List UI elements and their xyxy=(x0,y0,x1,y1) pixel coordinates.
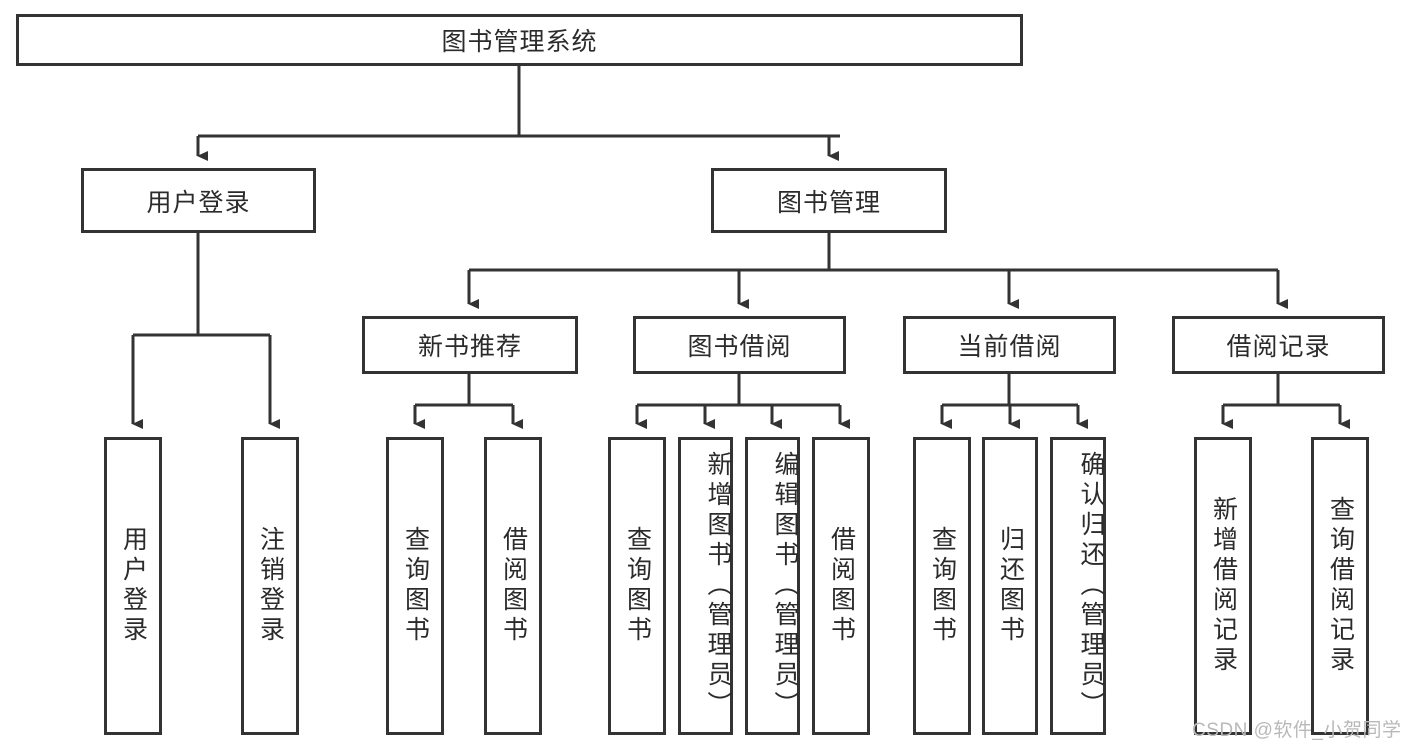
leaf-add-book-admin[interactable]: 新增图书（管理员） xyxy=(678,437,733,735)
leaf-confirm-return-admin[interactable]: 确认归还（管理员） xyxy=(1050,437,1106,735)
leaf-query-borrow-record[interactable]: 查询借阅记录 xyxy=(1311,437,1369,735)
node-book-borrow[interactable]: 图书借阅 xyxy=(633,316,846,374)
leaf-query-book-borrow[interactable]: 查询图书 xyxy=(608,437,666,735)
csdn-watermark: CSDN @软件_小贺同学 xyxy=(1192,720,1402,741)
leaf-borrow-book[interactable]: 借阅图书 xyxy=(812,437,870,735)
leaf-return-book[interactable]: 归还图书 xyxy=(982,437,1038,735)
node-book-management[interactable]: 图书管理 xyxy=(711,168,947,233)
leaf-query-book-recommend[interactable]: 查询图书 xyxy=(386,437,444,735)
leaf-add-borrow-record[interactable]: 新增借阅记录 xyxy=(1194,437,1252,735)
leaf-query-book-current[interactable]: 查询图书 xyxy=(913,437,971,735)
node-user-login[interactable]: 用户登录 xyxy=(81,168,316,233)
node-root[interactable]: 图书管理系统 xyxy=(16,14,1023,66)
leaf-edit-book-admin[interactable]: 编辑图书（管理员） xyxy=(745,437,800,735)
leaf-user-login[interactable]: 用户登录 xyxy=(104,437,162,735)
node-new-book-recommend[interactable]: 新书推荐 xyxy=(362,316,578,374)
leaf-borrow-book-recommend[interactable]: 借阅图书 xyxy=(484,437,542,735)
node-current-borrow[interactable]: 当前借阅 xyxy=(903,316,1116,374)
leaf-logout[interactable]: 注销登录 xyxy=(241,437,299,735)
node-borrow-record[interactable]: 借阅记录 xyxy=(1172,316,1385,374)
